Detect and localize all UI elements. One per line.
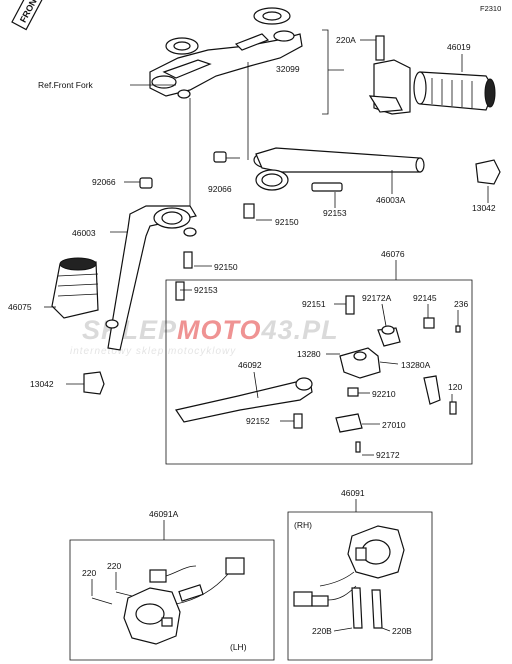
- group-46091A: 46091A: [149, 509, 179, 519]
- part-13280: 13280: [297, 349, 321, 359]
- lh-switch-box: [69, 539, 275, 661]
- part-92066-left: 92066: [92, 177, 116, 187]
- left-grip: [51, 257, 99, 319]
- part-92150-right: 92150: [275, 217, 299, 227]
- right-handlebar: [213, 147, 425, 219]
- rh-handlebar-switch: [293, 525, 405, 629]
- part-92145: 92145: [413, 293, 437, 303]
- part-92153-left: 92153: [194, 285, 218, 295]
- watermark-prefix: SKLEP: [82, 315, 177, 345]
- part-92066-right: 92066: [208, 184, 232, 194]
- part-13280A: 13280A: [401, 360, 431, 370]
- bar-end-right: [475, 159, 501, 185]
- throttle-grip: [368, 35, 496, 115]
- watermark-digits: 43: [261, 315, 294, 345]
- part-46092: 46092: [238, 360, 262, 370]
- part-32099: 32099: [276, 64, 300, 74]
- part-92153-right: 92153: [323, 208, 347, 218]
- watermark-subtitle: internetowy sklep motocyklowy: [70, 346, 236, 357]
- part-92150-left: 92150: [214, 262, 238, 272]
- part-13042-right: 13042: [472, 203, 496, 213]
- part-92172: 92172: [376, 450, 400, 460]
- watermark-suffix: .PL: [294, 315, 339, 345]
- clutch-lever-assembly: [175, 295, 461, 453]
- part-220A: 220A: [336, 35, 356, 45]
- top-triple-clamp: [149, 7, 303, 99]
- part-13042-left: 13042: [30, 379, 54, 389]
- group-46091: 46091: [341, 488, 365, 498]
- part-92172A: 92172A: [362, 293, 392, 303]
- ref-front-fork-label: Ref.Front Fork: [38, 80, 94, 90]
- svg-text:SKLEPMOTO43.PL: SKLEPMOTO43.PL: [82, 315, 339, 345]
- bar-end-left: [83, 371, 105, 395]
- part-46075: 46075: [8, 302, 32, 312]
- part-46003: 46003: [72, 228, 96, 238]
- part-236: 236: [454, 299, 468, 309]
- part-220-a: 220: [82, 568, 96, 578]
- lever-group-box: [165, 279, 473, 465]
- left-handlebar: [105, 177, 197, 351]
- front-arrow-badge: FRONT: [11, 0, 43, 31]
- lh-handlebar-switch: [91, 557, 245, 645]
- part-46019: 46019: [447, 42, 471, 52]
- part-92210: 92210: [372, 389, 396, 399]
- watermark: SKLEPMOTO43.PL internetowy sklep motocyk…: [70, 315, 339, 357]
- part-220B-b: 220B: [392, 626, 412, 636]
- part-92152: 92152: [246, 416, 270, 426]
- rh-tag: (RH): [294, 520, 312, 530]
- part-92151: 92151: [302, 299, 326, 309]
- part-220B-a: 220B: [312, 626, 332, 636]
- rh-switch-box: [287, 511, 433, 661]
- diagram-code: F2310: [480, 4, 501, 13]
- lh-tag: (LH): [230, 642, 247, 652]
- part-220-b: 220: [107, 561, 121, 571]
- watermark-highlight: MOTO: [177, 315, 262, 345]
- part-120: 120: [448, 382, 462, 392]
- part-27010: 27010: [382, 420, 406, 430]
- part-46003A: 46003A: [376, 195, 406, 205]
- group-46076: 46076: [381, 249, 405, 259]
